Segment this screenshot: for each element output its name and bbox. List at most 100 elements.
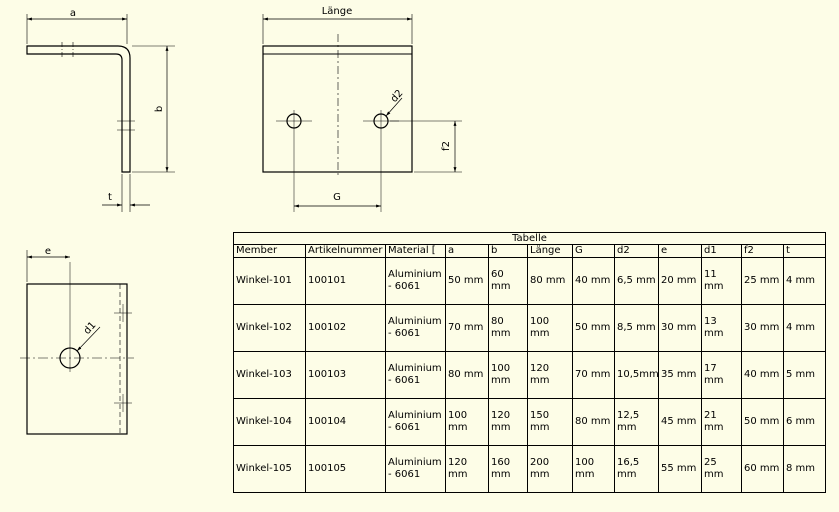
table-cell: Aluminium - 6061 <box>385 398 446 446</box>
table-cell: 100101 <box>305 257 386 305</box>
table-cell: 50 mm <box>572 304 615 352</box>
d1-leader <box>76 326 101 352</box>
table-cell: 30 mm <box>741 304 784 352</box>
table-cell: Aluminium - 6061 <box>385 257 446 305</box>
table-cell: 50 mm <box>445 257 489 305</box>
column-header: Member <box>233 244 306 258</box>
table-cell: 120 mm <box>445 445 489 493</box>
table-cell: 17 mm <box>701 351 742 399</box>
front-plate <box>262 45 413 173</box>
table-cell: 70 mm <box>445 304 489 352</box>
column-header: a <box>445 244 489 258</box>
table-cell: Winkel-102 <box>233 304 306 352</box>
table-cell: 4 mm <box>783 257 826 305</box>
top-view <box>20 250 134 435</box>
table-cell: 20 mm <box>658 257 702 305</box>
column-header: Artikelnummer <box>305 244 386 258</box>
table-cell: 55 mm <box>658 445 702 493</box>
dim-t-label: t <box>108 192 112 203</box>
column-header: b <box>488 244 528 258</box>
column-header: t <box>783 244 826 258</box>
table-cell: 100 mm <box>445 398 489 446</box>
table-cell: 100104 <box>305 398 386 446</box>
table-cell: 25 mm <box>741 257 784 305</box>
hole-d1 <box>59 347 81 369</box>
table-cell: 50 mm <box>741 398 784 446</box>
top-plate <box>26 283 128 435</box>
dim-laenge-label: Länge <box>322 6 353 17</box>
table-cell: Aluminium - 6061 <box>385 445 446 493</box>
table-cell: 45 mm <box>658 398 702 446</box>
table-cell: Winkel-101 <box>233 257 306 305</box>
table-cell: 8,5 mm <box>614 304 659 352</box>
table-cell: 120 mm <box>527 351 573 399</box>
column-header: Länge <box>527 244 573 258</box>
table-cell: 12,5 mm <box>614 398 659 446</box>
column-header: d2 <box>614 244 659 258</box>
table-cell: 70 mm <box>572 351 615 399</box>
table-cell: 160 mm <box>488 445 528 493</box>
column-header: G <box>572 244 615 258</box>
table-cell: 80 mm <box>572 398 615 446</box>
table-cell: 6 mm <box>783 398 826 446</box>
dim-b-label: b <box>154 106 165 112</box>
angle-profile <box>26 45 131 173</box>
table-cell: Winkel-105 <box>233 445 306 493</box>
dim-a-label: a <box>70 8 76 19</box>
table-cell: 16,5 mm <box>614 445 659 493</box>
table-cell: Aluminium - 6061 <box>385 304 446 352</box>
column-header: e <box>658 244 702 258</box>
table-cell: 100102 <box>305 304 386 352</box>
table-cell: 11 mm <box>701 257 742 305</box>
table-cell: 200 mm <box>527 445 573 493</box>
table-cell: 100105 <box>305 445 386 493</box>
table-cell: 80 mm <box>488 304 528 352</box>
table-cell: Winkel-104 <box>233 398 306 446</box>
table-cell: 40 mm <box>741 351 784 399</box>
column-header: Material [ <box>385 244 446 258</box>
table-cell: 21 mm <box>701 398 742 446</box>
table-cell: 60 mm <box>488 257 528 305</box>
dim-e-label: e <box>45 246 51 257</box>
table-cell: 150 mm <box>527 398 573 446</box>
dim-d2-label: d2 <box>389 88 406 105</box>
dim-f2-label: f2 <box>441 141 452 151</box>
table-cell: 100 mm <box>572 445 615 493</box>
table-cell: 13 mm <box>701 304 742 352</box>
table-cell: 80 mm <box>527 257 573 305</box>
table-cell: Aluminium - 6061 <box>385 351 446 399</box>
table-cell: 60 mm <box>741 445 784 493</box>
table-cell: 25 mm <box>701 445 742 493</box>
column-header: f2 <box>741 244 784 258</box>
table-cell: 35 mm <box>658 351 702 399</box>
dim-G-label: G <box>333 192 341 203</box>
table-cell: 40 mm <box>572 257 615 305</box>
table-title: Tabelle <box>233 232 826 244</box>
table-cell: 30 mm <box>658 304 702 352</box>
front-view <box>262 14 462 212</box>
side-view <box>26 14 175 212</box>
table-cell: 100 mm <box>527 304 573 352</box>
table-cell: 80 mm <box>445 351 489 399</box>
table-cell: 5 mm <box>783 351 826 399</box>
table-cell: 4 mm <box>783 304 826 352</box>
table-cell: 6,5 mm <box>614 257 659 305</box>
table-cell: Winkel-103 <box>233 351 306 399</box>
d2-leader <box>385 97 403 117</box>
column-header: d1 <box>701 244 742 258</box>
table-cell: 100103 <box>305 351 386 399</box>
dim-d1-label: d1 <box>82 320 99 337</box>
table-cell: 120 mm <box>488 398 528 446</box>
table-cell: 100 mm <box>488 351 528 399</box>
table-cell: 10,5mm <box>614 351 659 399</box>
table-cell: 8 mm <box>783 445 826 493</box>
